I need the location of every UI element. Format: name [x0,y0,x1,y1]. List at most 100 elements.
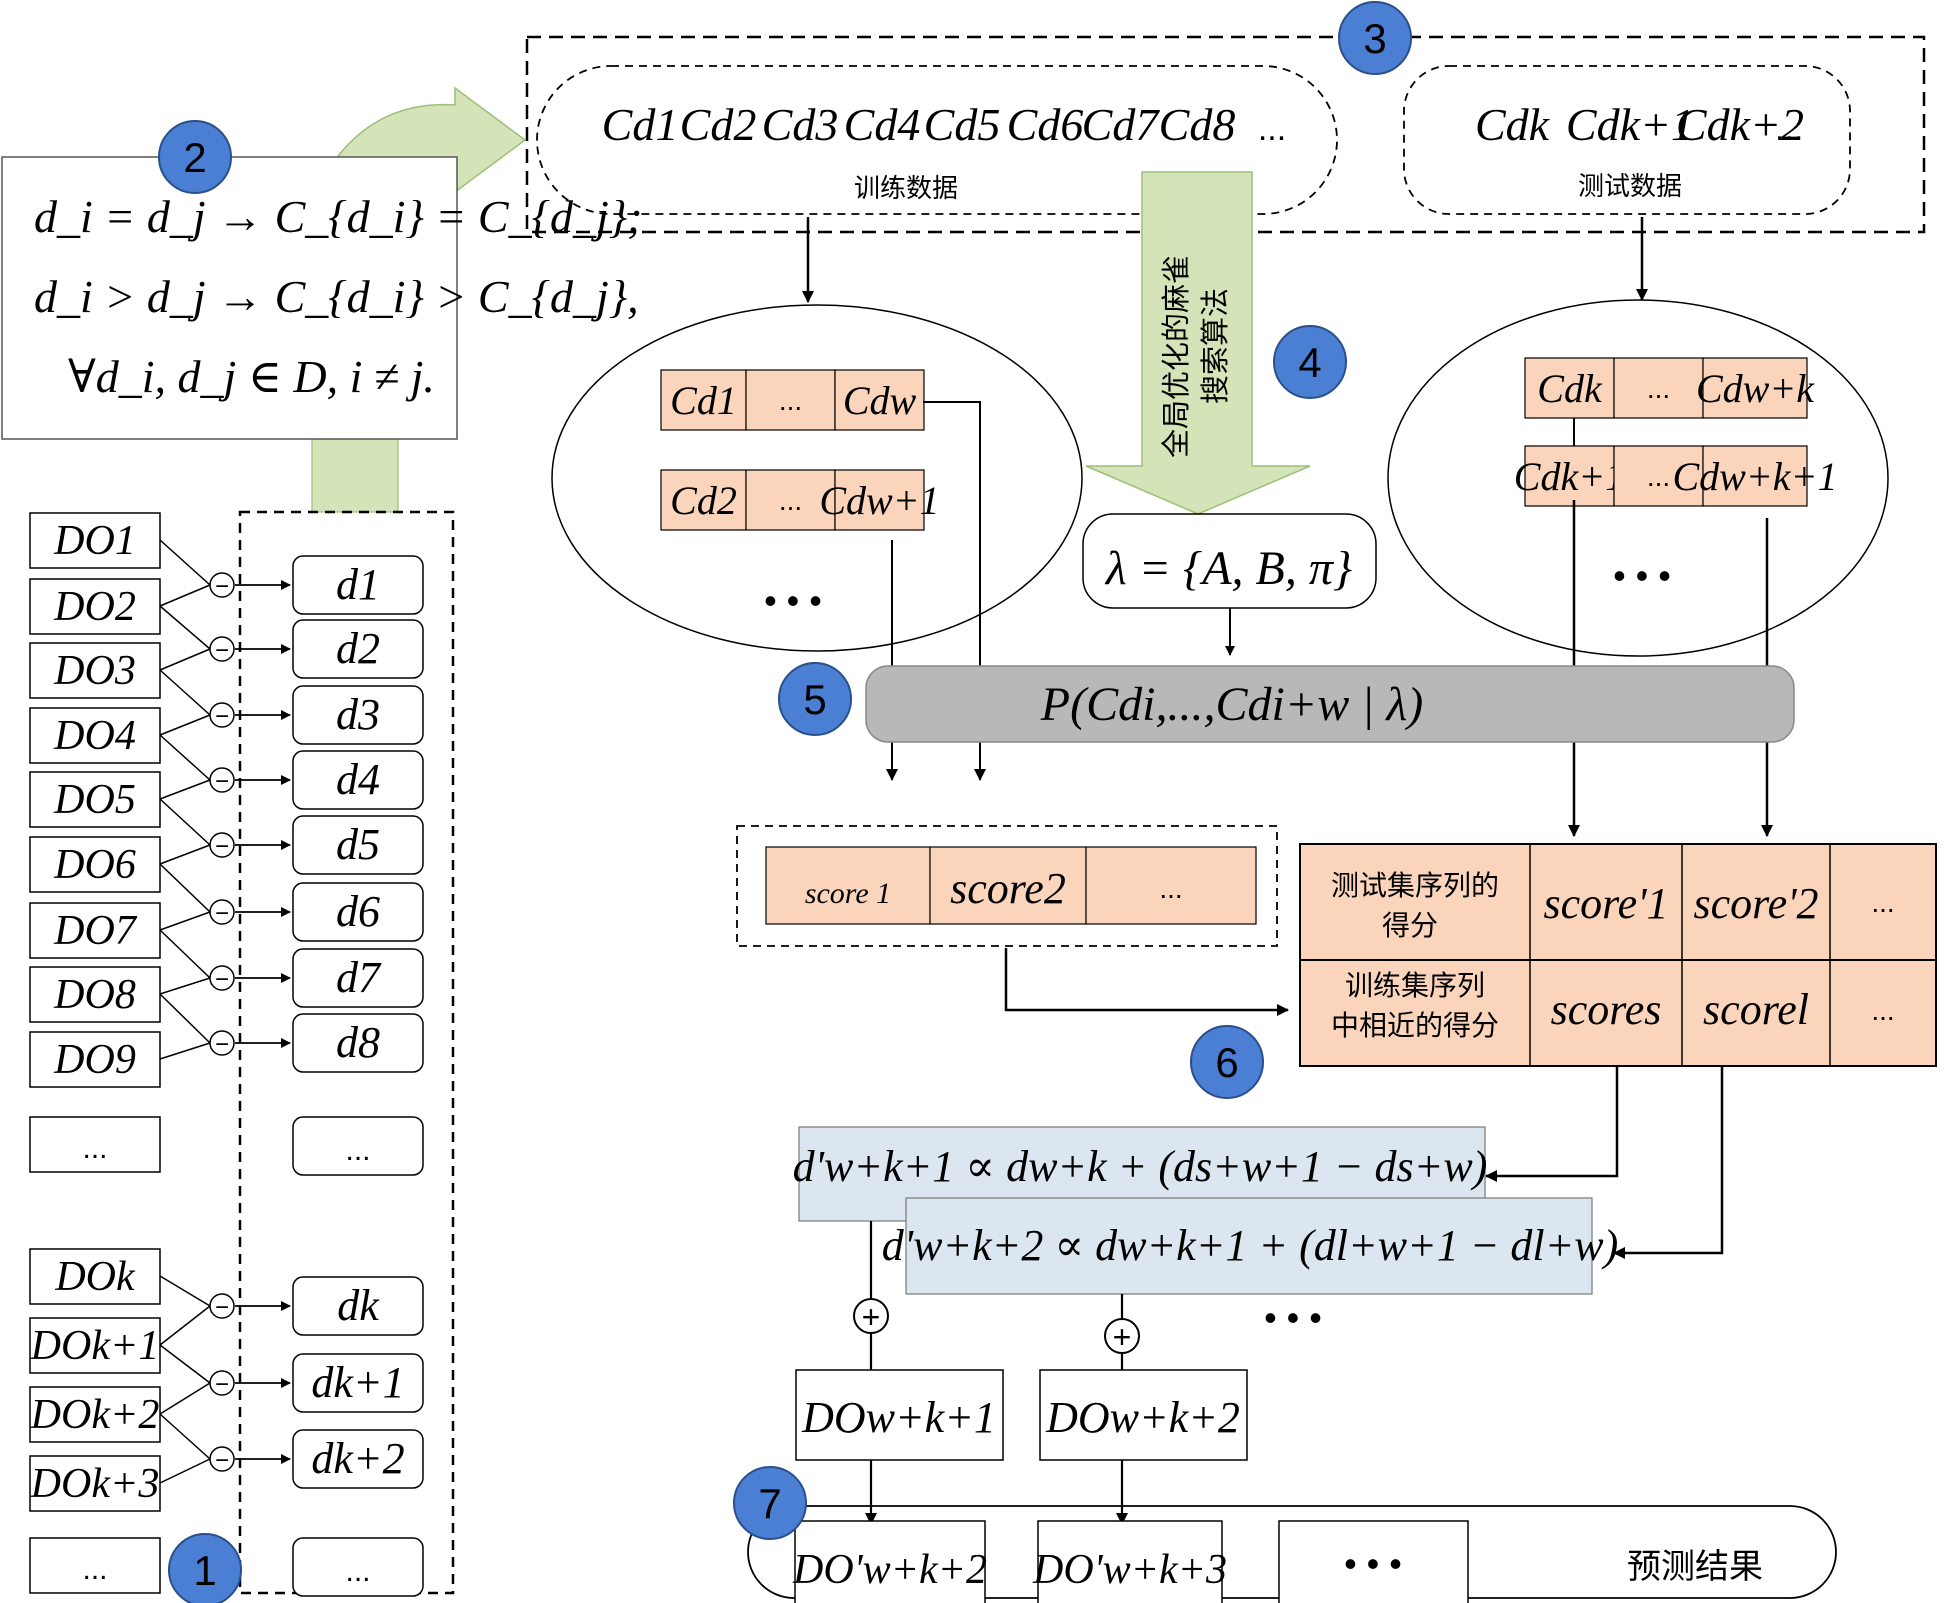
result-item-3: • • • [1344,1543,1402,1584]
test-symbol: Cdk+1 [1566,99,1694,150]
minus-input-line [159,669,211,716]
minus-circle [209,1370,235,1396]
plus-circle-2 [1104,1318,1140,1354]
d-label: ... [345,1555,370,1588]
train-window-ellipse [551,304,1083,652]
minus-input-line [159,539,211,586]
do-label: DOk+1 [30,1323,160,1369]
d-box [292,815,424,875]
window-cell-label: Cd2 [670,478,737,523]
result-box-1 [794,1520,986,1603]
do-box [29,512,161,569]
d-label: d1 [336,560,380,609]
window-cell [660,369,747,431]
minus-input-line [159,863,211,913]
test-data-label: 测试数据 [1578,172,1682,202]
probability-text: P(Cdi,...,Cdi+w | λ) [1040,678,1423,731]
score-cell-label: score2 [950,864,1066,913]
step-circle [168,1533,242,1603]
do-box [29,966,161,1023]
minus-input-line [159,1382,211,1415]
search-algorithm-arrow [1085,171,1311,515]
window-cell [1613,357,1704,419]
minus-input-line [159,1413,211,1460]
step-circle [158,120,232,194]
window-cell-label: ... [1647,373,1670,404]
do-label: DO3 [53,648,136,694]
minus-input-line [159,584,211,607]
do-pred-1: DOw+k+1 [801,1393,996,1442]
d-box [292,1013,424,1073]
window-cell [745,469,836,531]
step-number: 7 [758,1480,781,1527]
do-pred-box-2 [1039,1369,1248,1461]
d-label: d4 [336,755,380,804]
minus-sign: − [215,1294,229,1321]
step-number: 2 [183,134,206,181]
do-label: DO2 [53,584,136,630]
test-data-group [1403,65,1851,215]
train-symbol: Cd8 [1159,99,1236,150]
minus-circle [209,1293,235,1319]
rule-line-3: ∀d_i, d_j ∈ D, i ≠ j. [68,351,435,402]
table-score-cell: score'1 [1543,879,1668,928]
window-cell-label: ... [779,385,802,416]
d-box [292,948,424,1008]
test-symbol: ... [1775,110,1803,148]
window-cell-label: Cdk [1537,366,1603,411]
train-ellipsis: • • • [764,580,822,621]
minus-sign: − [215,637,229,664]
train-symbol: Cd4 [844,99,921,150]
step-number: 1 [193,1547,216,1594]
step-circle [1190,1025,1264,1099]
minus-sign: − [215,1447,229,1474]
d-label: ... [345,1134,370,1167]
train-symbol: Cd1 [602,99,679,150]
arrow-table-to-f2 [1613,1066,1724,1259]
table-score-cell: scores [1551,985,1662,1034]
formula-ellipsis: • • • [1264,1297,1322,1338]
minus-circle [209,636,235,662]
score-cell [765,846,931,925]
do-box [29,1386,161,1443]
table-row2-label: 训练集序列 [1345,969,1485,1002]
rule-line-1: d_i = d_j → C_{d_i} = C_{d_j}; [34,191,642,242]
plus-sign-2: + [1113,1319,1132,1355]
do-label: DO6 [53,842,136,888]
step-circle [1338,1,1412,75]
do-box [29,1116,161,1173]
test-symbol: Cdk+2 [1676,99,1804,150]
train-symbol: Cd7 [1082,99,1161,150]
search-arrow-line1: 全局优化的麻雀 [1159,255,1193,458]
result-item-2: DO'w+k+3 [1032,1547,1227,1593]
minus-circle [209,702,235,728]
minus-column: −−−−−−−−−−− [159,539,291,1484]
table-score-cell: ... [1871,995,1894,1026]
minus-input-line [159,1305,211,1346]
score-cell-label: score 1 [805,877,891,910]
green-connector [311,437,399,513]
d-box [292,750,424,810]
plus-sign-1: + [862,1299,881,1335]
d-label: dk [337,1281,380,1330]
minus-sign: − [215,833,229,860]
d-box [292,1353,424,1413]
step-circle [1273,325,1347,399]
step-number: 6 [1215,1039,1238,1086]
train-data-label: 训练数据 [854,174,958,204]
minus-sign: − [215,900,229,927]
do-box [29,1455,161,1512]
minus-circle [209,832,235,858]
minus-circle [209,1446,235,1472]
do-box [29,902,161,959]
d-label: dk+1 [311,1358,404,1407]
window-cell-label: ... [779,485,802,516]
window-cell [660,469,747,531]
minus-circle [209,572,235,598]
